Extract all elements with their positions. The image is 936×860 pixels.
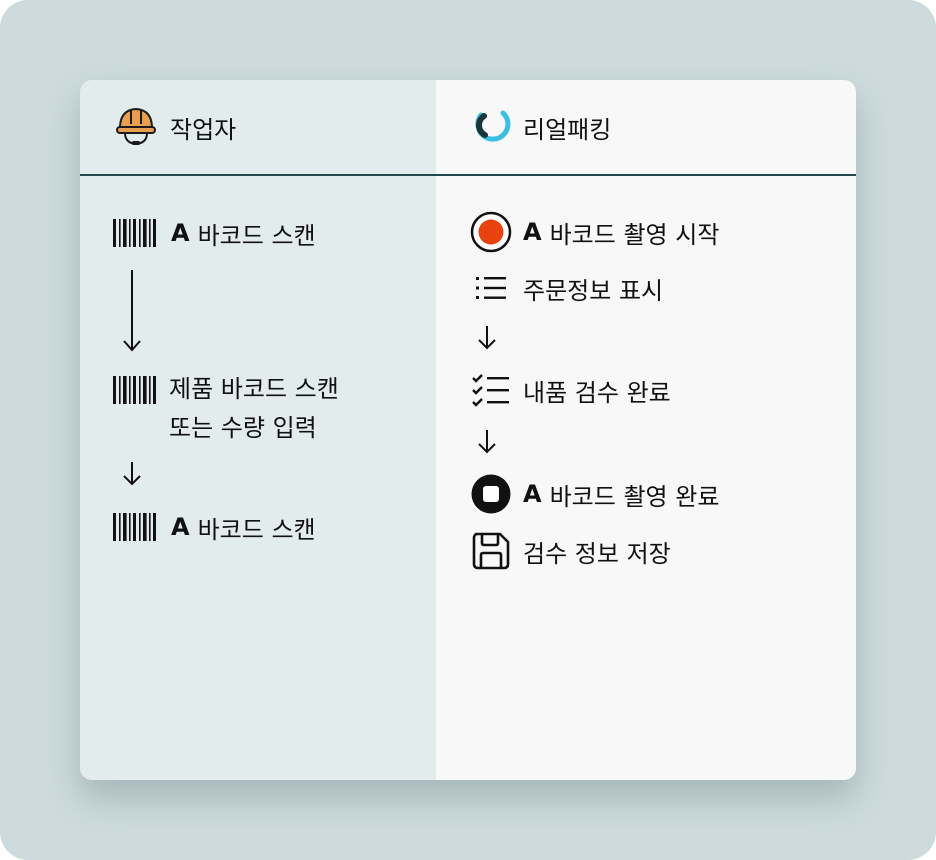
realpacking-header: 리얼패킹 — [436, 80, 856, 174]
hardhat-worker-icon — [114, 102, 158, 152]
worker-step-3-letter: A — [171, 513, 190, 541]
header-divider — [436, 174, 856, 176]
worker-step-1: A 바코드 스캔 — [113, 214, 316, 252]
worker-step-2-text: 제품 바코드 스캔 또는 수량 입력 — [169, 370, 339, 448]
realpacking-step-5-label: 검수 정보 저장 — [523, 539, 671, 568]
worker-column: 작업자 A 바코드 스캔 — [80, 80, 436, 780]
checklist-icon — [470, 373, 512, 407]
realpacking-logo-icon — [473, 106, 511, 148]
barcode-icon — [113, 513, 159, 541]
realpacking-step-2: 주문정보 표시 — [470, 268, 663, 308]
realpacking-step-1-label: 바코드 촬영 시작 — [549, 220, 720, 249]
record-icon — [470, 211, 512, 253]
flow-card: 작업자 A 바코드 스캔 — [80, 80, 856, 780]
worker-step-3: A 바코드 스캔 — [113, 508, 316, 546]
realpacking-step-4-letter: A — [523, 480, 542, 508]
down-arrow-long-icon — [123, 270, 141, 352]
worker-step-1-letter: A — [171, 219, 190, 247]
realpacking-step-3-label: 내품 검수 완료 — [523, 378, 671, 407]
header-divider — [80, 174, 436, 176]
realpacking-column: 리얼패킹 A 바코드 촬영 시작 — [436, 80, 856, 780]
worker-step-2-line2: 또는 수량 입력 — [169, 414, 317, 442]
realpacking-step-4: A 바코드 촬영 완료 — [470, 474, 719, 514]
worker-step-1-label: 바코드 스캔 — [197, 221, 316, 250]
down-arrow-icon — [123, 462, 141, 486]
worker-step-2: 제품 바코드 스캔 또는 수량 입력 — [113, 370, 339, 448]
realpacking-step-1: A 바코드 촬영 시작 — [470, 211, 720, 253]
down-arrow-icon — [478, 430, 496, 454]
barcode-icon — [113, 376, 159, 404]
realpacking-step-2-label: 주문정보 표시 — [523, 276, 664, 305]
down-arrow-icon — [478, 326, 496, 350]
realpacking-title: 리얼패킹 — [523, 115, 612, 144]
list-icon — [470, 274, 512, 302]
realpacking-step-1-letter: A — [523, 218, 542, 246]
barcode-icon — [113, 219, 159, 247]
realpacking-step-5: 검수 정보 저장 — [470, 530, 671, 572]
stop-icon — [470, 473, 512, 515]
worker-step-2-line1: 제품 바코드 스캔 — [169, 375, 339, 403]
realpacking-step-3: 내품 검수 완료 — [470, 370, 671, 410]
worker-header: 작업자 — [80, 80, 436, 174]
save-icon — [470, 531, 512, 571]
realpacking-step-4-label: 바코드 촬영 완료 — [549, 482, 720, 511]
worker-step-3-label: 바코드 스캔 — [197, 515, 316, 544]
worker-title: 작업자 — [170, 115, 237, 144]
